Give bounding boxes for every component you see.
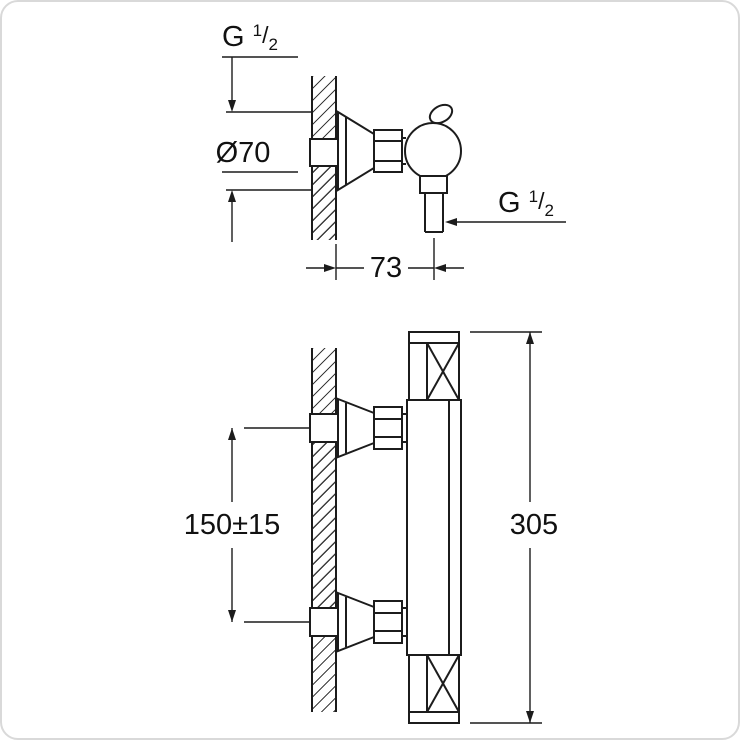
union-nut — [373, 129, 406, 173]
dimension-wall-distance: 73 — [306, 238, 464, 284]
dimension-thread-side: G 1/2 — [445, 187, 566, 226]
wall-hatching-front-view — [312, 348, 336, 712]
dimension-connection-spacing: 150±15 — [184, 427, 310, 623]
top-handle — [408, 331, 460, 401]
wall-section-front — [311, 348, 337, 712]
dimension-diameter: Ø70 — [216, 111, 312, 242]
wall-distance-label: 73 — [370, 252, 402, 284]
wall-union-nut — [309, 138, 339, 167]
connection-bottom — [309, 591, 407, 653]
outlet-pipe — [419, 175, 448, 233]
escutcheon — [337, 110, 375, 192]
bottom-handle — [408, 654, 460, 724]
dimension-thread-top: G 1/2 — [222, 21, 298, 112]
diameter-label: Ø70 — [216, 137, 271, 169]
mixer-body — [406, 399, 462, 656]
thread-top-label: G 1/2 — [222, 21, 278, 54]
handle-knob — [428, 103, 454, 125]
connection-top — [309, 397, 407, 459]
thread-side-label: G 1/2 — [498, 187, 554, 220]
side-view: G 1/2 Ø70 G 1/2 — [216, 21, 566, 284]
height-label: 305 — [510, 509, 558, 541]
front-view: 150±15 305 — [184, 331, 558, 724]
valve-body — [404, 122, 462, 180]
connection-spacing-label: 150±15 — [184, 509, 281, 541]
dimension-height: 305 — [470, 331, 558, 724]
